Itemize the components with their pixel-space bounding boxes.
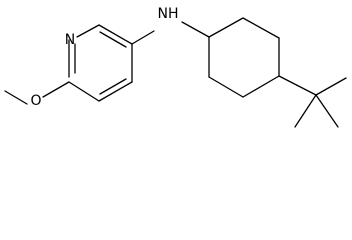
bond-nh-cy1 (181, 21, 210, 38)
bond-c4-c3-inner (99, 78, 127, 95)
tert-butyl-group (278, 75, 347, 128)
molecule-drawing: N NH O (4, 6, 347, 128)
bond-c6-c5 (98, 24, 133, 45)
bond-o-ch3 (4, 90, 28, 105)
bond-cy5-cy6 (208, 76, 244, 98)
bond-cy4-cq (278, 75, 317, 96)
bond-c6-c5-inner (99, 31, 127, 48)
bond-c3-c2 (68, 81, 100, 102)
pyridine-ring (68, 24, 133, 102)
methoxy-group (4, 81, 70, 105)
ring-nitrogen-label: N (65, 32, 75, 48)
cyclohexane-ring (208, 17, 280, 98)
bond-cq-me3 (294, 94, 317, 128)
amine-nh-label: NH (158, 6, 179, 22)
bond-c2-o (42, 81, 70, 98)
bond-c5-nh (131, 30, 155, 45)
bond-cq-me1 (315, 77, 347, 96)
bond-c4-c3 (98, 81, 133, 102)
atom-labels: N NH O (30, 6, 178, 109)
molecule-canvas: N NH O (4, 6, 347, 128)
bond-cy1-cy2 (208, 17, 244, 38)
bond-n1-c6 (76, 24, 100, 38)
ether-oxygen-label: O (30, 93, 41, 109)
amine-linker (131, 21, 210, 45)
bond-cy2-cy3 (242, 17, 280, 39)
bond-cy4-cy5 (242, 75, 280, 98)
bond-cq-me2 (315, 94, 339, 128)
